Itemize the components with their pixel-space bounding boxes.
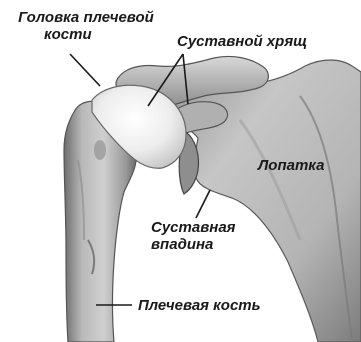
label-humeral-head: Головка плечевой кости: [6, 9, 166, 43]
label-humerus: Плечевая кость: [138, 297, 261, 314]
leader-glenoid: [196, 190, 210, 218]
label-humeral-head-line2: кости: [6, 26, 166, 43]
label-glenoid-line1: Суставная: [151, 219, 236, 236]
label-labrum: Суставной хрящ: [177, 33, 307, 50]
label-humeral-head-line1: Головка плечевой: [6, 9, 166, 26]
label-glenoid-fossa: Суставная впадина: [151, 219, 236, 253]
leader-humeral-head: [70, 54, 100, 86]
label-scapula: Лопатка: [258, 157, 324, 174]
label-glenoid-line2: впадина: [151, 236, 236, 253]
